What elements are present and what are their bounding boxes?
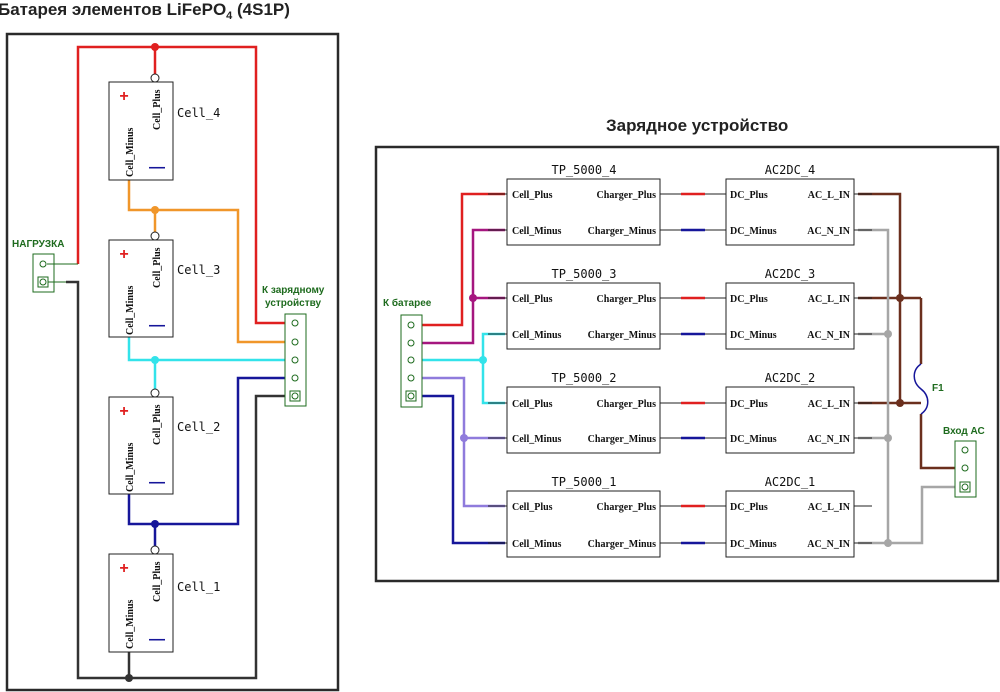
ac2dc-pin-ac-l: AC_L_IN [808, 399, 851, 410]
tp-pin-charger-plus: Charger_Plus [597, 399, 657, 410]
ac-input-label: Вход АС [943, 426, 985, 437]
tp-pin-cell-minus: Cell_Minus [512, 539, 562, 550]
plus-icon: + [119, 403, 128, 420]
tp-pin-charger-minus: Charger_Minus [588, 330, 656, 341]
fuse-label: F1 [932, 383, 944, 394]
cell-plus-label: Cell_Plus [152, 247, 163, 288]
charger-junctions [460, 294, 904, 547]
battery-connector-label: К батарее [383, 297, 432, 309]
cell-plus-label: Cell_Plus [152, 89, 163, 130]
charger-title: Зарядное устройство [606, 116, 788, 135]
charger-frame [374, 145, 1000, 583]
cell-1: + — Cell_Plus Cell_Minus Cell_1 [108, 545, 220, 653]
cell-minus-label: Cell_Minus [125, 127, 136, 177]
ac2dc-pin-ac-l: AC_L_IN [808, 502, 851, 513]
cell-1-plus-terminal [150, 545, 160, 555]
minus-icon: — [149, 159, 165, 176]
ac2dc-title: AC2DC_2 [765, 371, 816, 385]
ac2dc-pin-dc-minus: DC_Minus [730, 539, 777, 550]
battery-frame [5, 32, 340, 692]
tp-pin-charger-plus: Charger_Plus [597, 502, 657, 513]
ac2dc-pin-ac-l: AC_L_IN [808, 294, 851, 305]
cell-minus-label: Cell_Minus [125, 285, 136, 335]
ac2dc-module-1: AC2DC_1 DC_Plus DC_Minus AC_L_IN AC_N_IN [725, 475, 855, 558]
tp-module-2: TP_5000_2 Cell_Plus Cell_Minus Charger_P… [506, 371, 661, 454]
tp-pin-cell-plus: Cell_Plus [512, 294, 553, 305]
tp-title: TP_5000_2 [551, 371, 616, 385]
load-connector: НАГРУЗКА [12, 239, 78, 293]
ac2dc-pin-dc-plus: DC_Plus [730, 190, 768, 201]
tp-pin-charger-minus: Charger_Minus [588, 226, 656, 237]
cell-3-plus-terminal [150, 231, 160, 241]
ac-input-connector: Вход АС [943, 426, 985, 498]
tp-module-3: TP_5000_3 Cell_Plus Cell_Minus Charger_P… [506, 267, 661, 350]
pin-stubs [488, 193, 872, 544]
ac2dc-pin-dc-minus: DC_Minus [730, 434, 777, 445]
tp-pin-cell-plus: Cell_Plus [512, 190, 553, 201]
minus-icon: — [149, 317, 165, 334]
tp-pin-charger-minus: Charger_Minus [588, 539, 656, 550]
ac2dc-title: AC2DC_4 [765, 163, 816, 177]
tp-title: TP_5000_4 [551, 163, 616, 177]
ac2dc-pin-dc-plus: DC_Plus [730, 502, 768, 513]
tp-pin-cell-minus: Cell_Minus [512, 330, 562, 341]
tp-pin-charger-minus: Charger_Minus [588, 434, 656, 445]
ac2dc-title: AC2DC_1 [765, 475, 816, 489]
tp-pin-cell-plus: Cell_Plus [512, 502, 553, 513]
dc-links [681, 192, 705, 545]
tp-module-1: TP_5000_1 Cell_Plus Cell_Minus Charger_P… [506, 475, 661, 558]
cell-plus-label: Cell_Plus [152, 561, 163, 602]
plus-icon: + [119, 560, 128, 577]
tp-title: TP_5000_1 [551, 475, 616, 489]
ac2dc-pin-ac-n: AC_N_IN [807, 226, 851, 237]
ac2dc-pin-dc-plus: DC_Plus [730, 294, 768, 305]
ac2dc-pin-ac-n: AC_N_IN [807, 539, 851, 550]
cell-4: + — Cell_Plus Cell_Minus Cell_4 [108, 73, 220, 181]
cell-minus-label: Cell_Minus [125, 599, 136, 649]
ac2dc-pin-ac-n: AC_N_IN [807, 330, 851, 341]
tp-pin-charger-plus: Charger_Plus [597, 294, 657, 305]
minus-icon: — [149, 474, 165, 491]
charger-connector-label-2: устройству [265, 298, 321, 309]
battery-wiring [66, 45, 290, 680]
ac2dc-module-2: AC2DC_2 DC_Plus DC_Minus AC_L_IN AC_N_IN [725, 371, 855, 454]
fuse-f1: F1 [913, 363, 944, 415]
charger-wiring [421, 192, 958, 545]
cell-name: Cell_3 [177, 263, 220, 277]
ac2dc-module-4: AC2DC_4 DC_Plus DC_Minus AC_L_IN AC_N_IN [725, 163, 855, 246]
ac2dc-title: AC2DC_3 [765, 267, 816, 281]
tp-pin-charger-plus: Charger_Plus [597, 190, 657, 201]
cell-3: + — Cell_Plus Cell_Minus Cell_3 [108, 231, 220, 338]
tp-title: TP_5000_3 [551, 267, 616, 281]
cell-plus-label: Cell_Plus [152, 404, 163, 445]
ac2dc-pin-dc-minus: DC_Minus [730, 330, 777, 341]
minus-icon: — [149, 631, 165, 648]
ac2dc-pin-ac-n: AC_N_IN [807, 434, 851, 445]
cell-4-plus-terminal [150, 73, 160, 83]
battery-connector: К батарее [383, 297, 432, 408]
ac2dc-pin-ac-l: AC_L_IN [808, 190, 851, 201]
tp-pin-cell-minus: Cell_Minus [512, 434, 562, 445]
ac2dc-pin-dc-minus: DC_Minus [730, 226, 777, 237]
cell-minus-label: Cell_Minus [125, 442, 136, 492]
battery-junctions [125, 43, 159, 682]
charger-connector-label-1: К зарядному [262, 285, 325, 296]
cell-2: + — Cell_Plus Cell_Minus Cell_2 [108, 388, 220, 495]
tp-module-4: TP_5000_4 Cell_Plus Cell_Minus Charger_P… [506, 163, 661, 246]
plus-icon: + [119, 88, 128, 105]
ac2dc-module-3: AC2DC_3 DC_Plus DC_Minus AC_L_IN AC_N_IN [725, 267, 855, 350]
battery-title: Батарея элементов LiFePO4 (4S1P) [0, 0, 290, 22]
charger-connector: К зарядному устройству [262, 285, 325, 407]
cell-name: Cell_4 [177, 106, 220, 120]
load-label: НАГРУЗКА [12, 239, 64, 250]
fuse-icon [913, 363, 929, 415]
tp-pin-cell-minus: Cell_Minus [512, 226, 562, 237]
cell-name: Cell_1 [177, 580, 220, 594]
tp-pin-cell-plus: Cell_Plus [512, 399, 553, 410]
plus-icon: + [119, 246, 128, 263]
cell-name: Cell_2 [177, 420, 220, 434]
ac2dc-pin-dc-plus: DC_Plus [730, 399, 768, 410]
cell-2-plus-terminal [150, 388, 160, 398]
